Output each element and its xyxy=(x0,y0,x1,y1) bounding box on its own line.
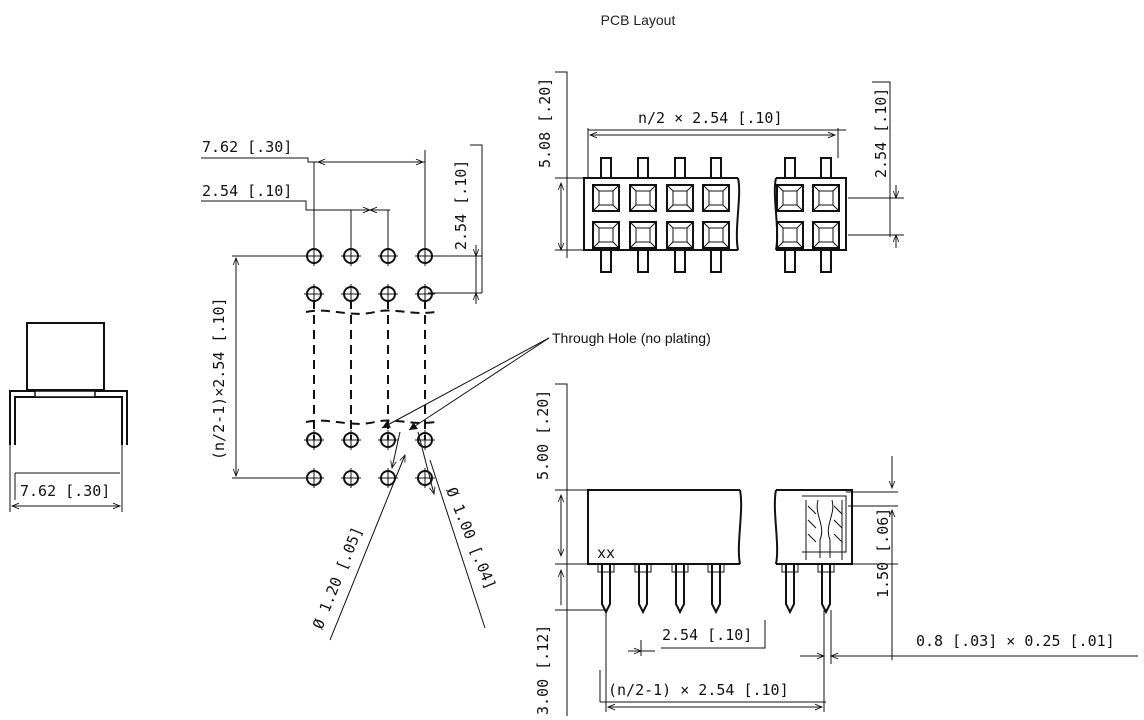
hole-1-label: Ø 1.20 [.05] xyxy=(309,524,366,631)
socket xyxy=(812,157,840,273)
top-view: 5.08 [.20] n/2 × 2.54 [.10] 2.54 [.10] xyxy=(536,71,904,273)
hole xyxy=(341,246,361,266)
side-width-label: 7.62 [.30] xyxy=(20,482,110,500)
socket xyxy=(629,157,657,273)
hole xyxy=(415,430,435,450)
top-length-label: n/2 × 2.54 [.10] xyxy=(638,109,783,127)
hole xyxy=(415,468,435,488)
pcb-holes xyxy=(304,246,435,488)
top-pitch-label: 2.54 [.10] xyxy=(872,88,890,178)
socket xyxy=(592,157,620,273)
hole xyxy=(341,468,361,488)
pin-length-label: 3.00 [.12] xyxy=(534,625,552,715)
socket xyxy=(666,157,694,273)
socket xyxy=(702,157,730,273)
hole xyxy=(304,284,324,304)
hole xyxy=(378,430,398,450)
pin-size-label: 0.8 [.03] × 0.25 [.01] xyxy=(916,632,1115,650)
contact-label: 1.50 [.06] xyxy=(874,508,892,598)
front-pins xyxy=(597,564,835,615)
length-label: (n/2-1)×2.54 [.10] xyxy=(210,297,228,460)
row-pitch-total-label: 7.62 [.30] xyxy=(202,138,292,156)
hole-2-label: Ø 1.00 [.04] xyxy=(442,485,499,592)
hole xyxy=(304,468,324,488)
hole xyxy=(378,246,398,266)
side-view: 7.62 [.30] xyxy=(9,322,128,512)
socket xyxy=(776,157,804,273)
front-view: 5.00 [.20] 3.00 [.12] xx 1.50 [.06] 1.50… xyxy=(534,383,1138,716)
front-pitch-label: 2.54 [.10] xyxy=(662,626,752,644)
pin xyxy=(707,564,725,615)
pin xyxy=(781,564,799,615)
hole xyxy=(341,284,361,304)
pin xyxy=(817,564,835,615)
front-height-label: 5.00 [.20] xyxy=(534,390,552,480)
pin xyxy=(634,564,652,615)
pin xyxy=(597,564,615,615)
row-spacing-label: 2.54 [.10] xyxy=(452,160,470,250)
hole xyxy=(415,284,435,304)
hole xyxy=(341,430,361,450)
xx-mark: xx xyxy=(597,544,615,562)
top-height-label: 5.08 [.20] xyxy=(536,78,554,168)
hole xyxy=(304,246,324,266)
pitch-label: 2.54 [.10] xyxy=(202,182,292,200)
through-hole-callout: Through Hole (no plating) xyxy=(552,330,711,346)
front-length-label: (n/2-1) × 2.54 [.10] xyxy=(608,681,789,699)
hole xyxy=(378,468,398,488)
top-pins xyxy=(592,157,840,273)
hole xyxy=(304,430,324,450)
hole xyxy=(415,246,435,266)
page-title: PCB Layout xyxy=(600,12,676,28)
pin xyxy=(671,564,689,615)
contact-detail xyxy=(802,495,847,560)
hole xyxy=(378,284,398,304)
